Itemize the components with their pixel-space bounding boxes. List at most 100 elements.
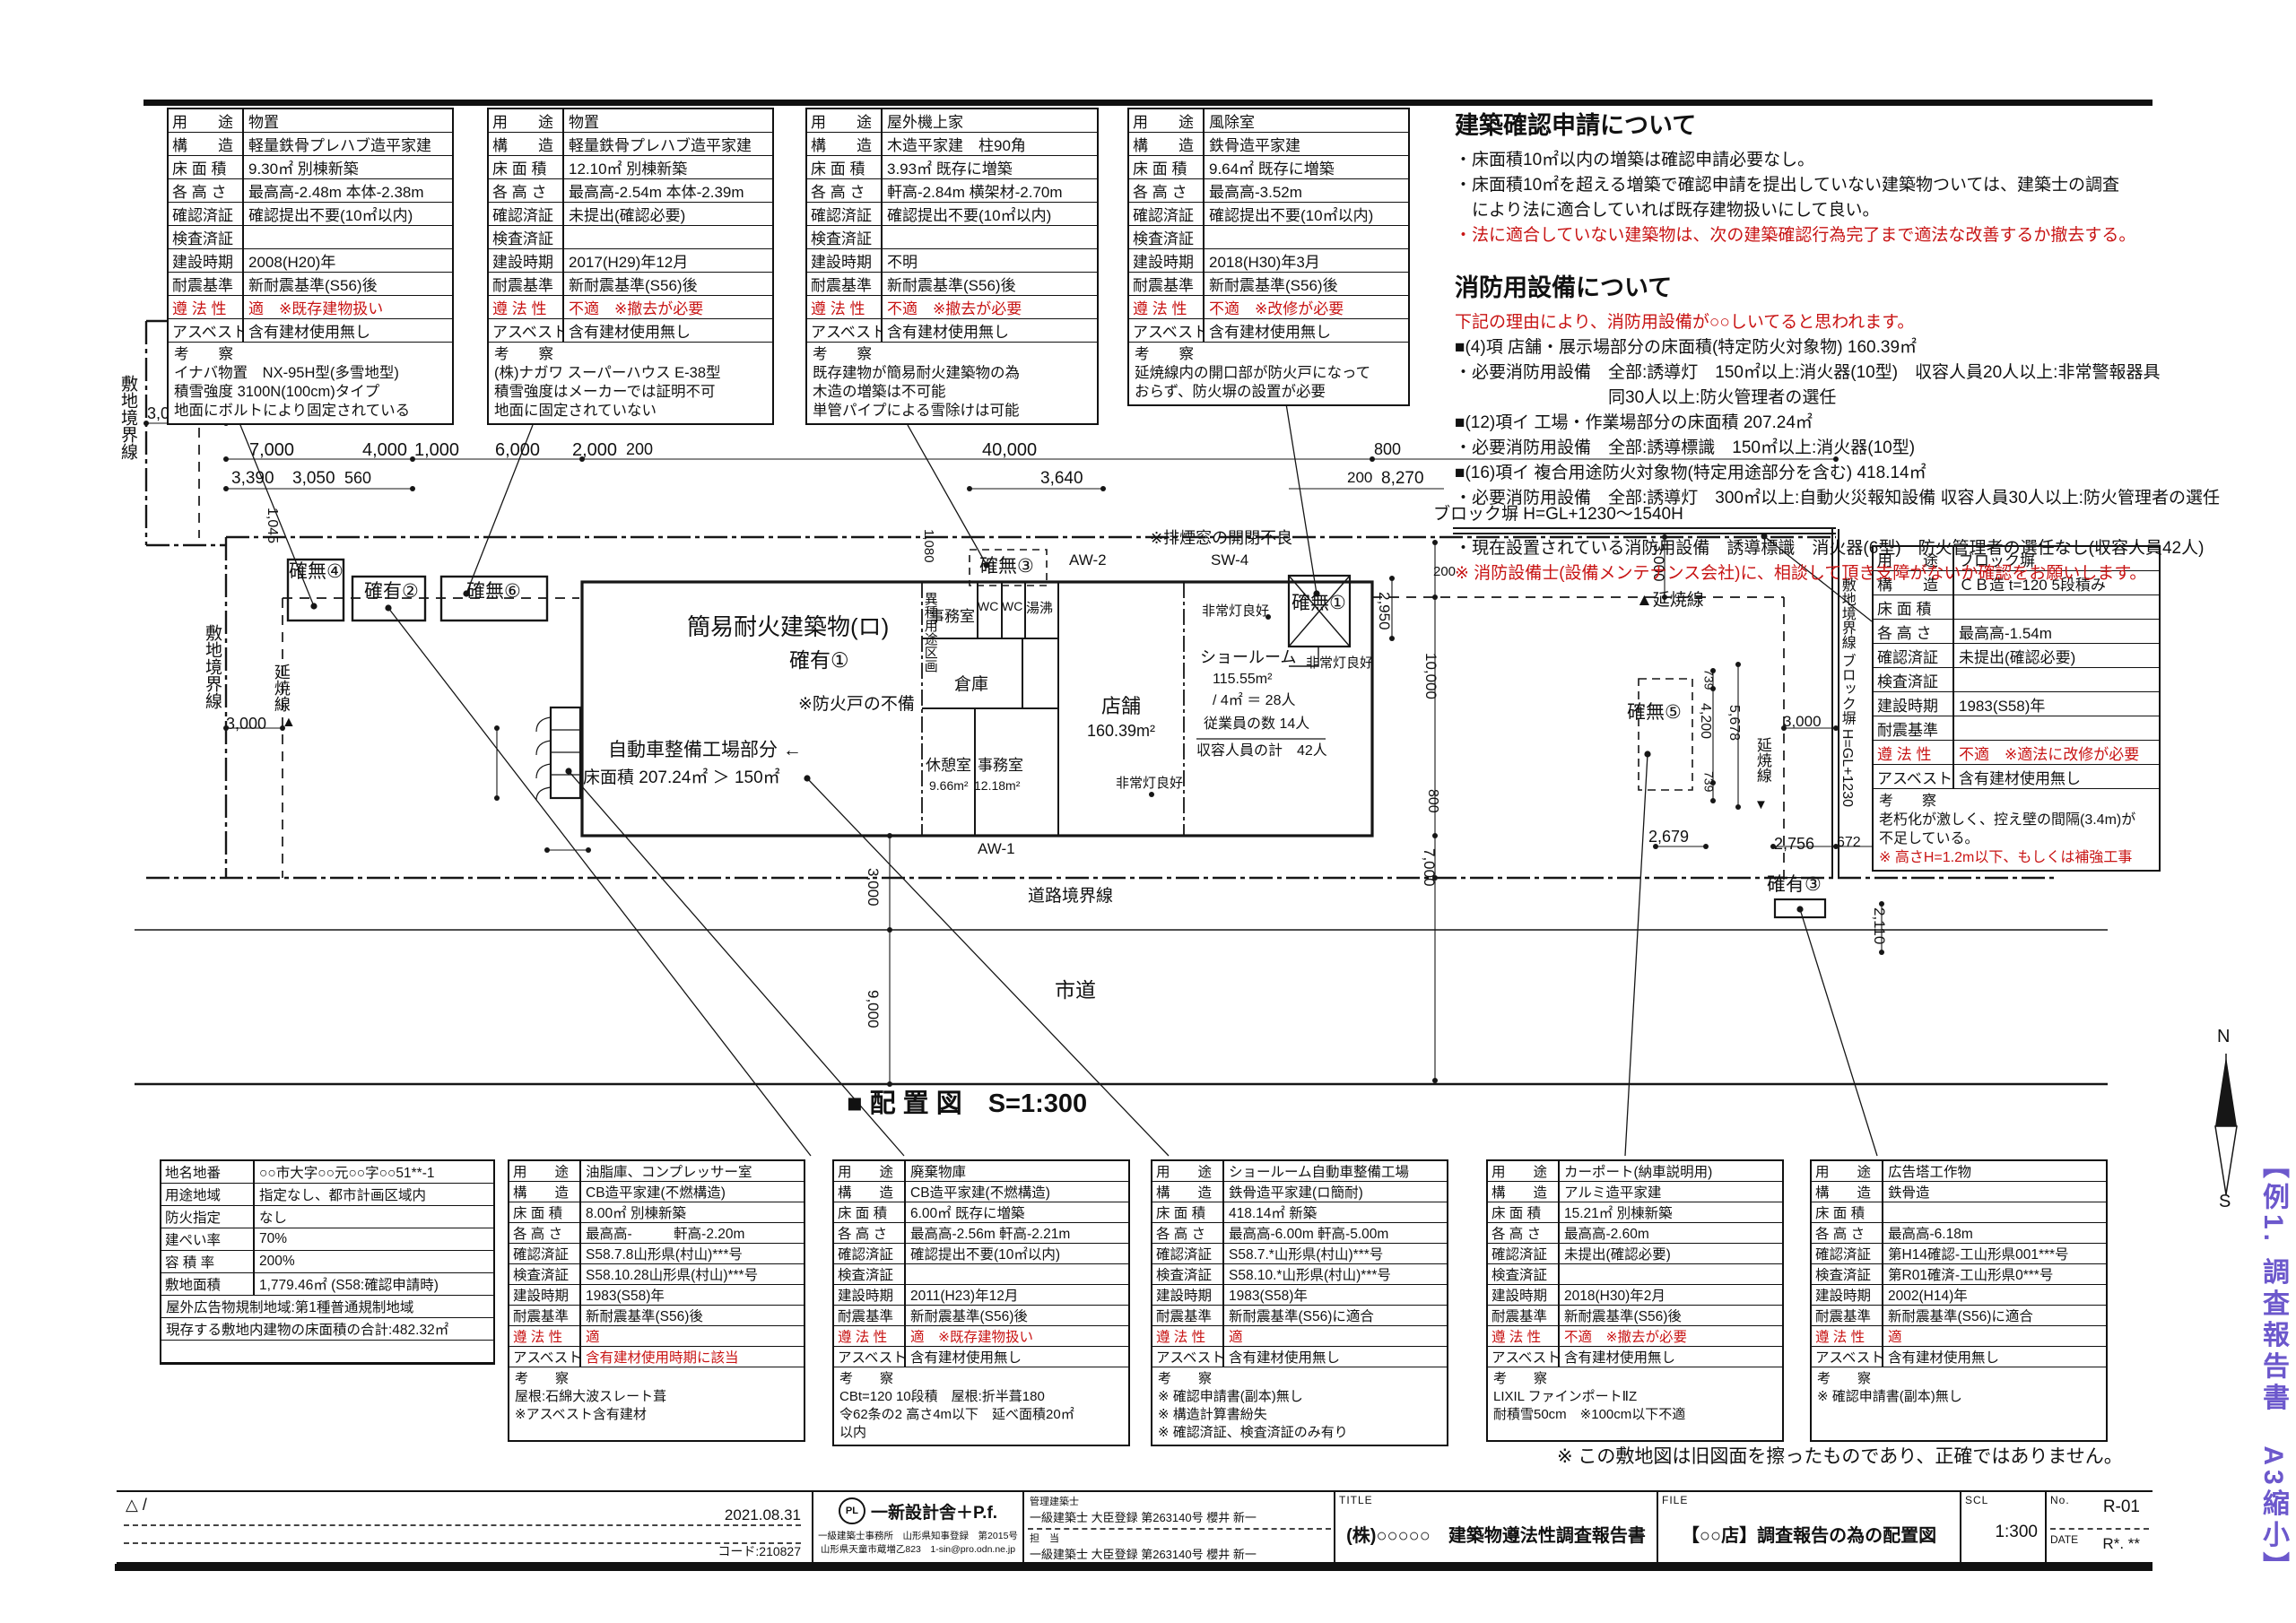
table-row: 各 高 さ最高高-2.48m 本体-2.38m [169, 178, 452, 203]
table-row: 耐震基準新耐震基準(S56)に適合 [1152, 1305, 1447, 1326]
note-line: ■(16)項イ 複合用途防火対象物(特定用途部分を含む) 418.14㎡ [1455, 464, 1926, 482]
table-notes: 考 察イナバ物置 NX-95H型(多雪地型)積雪強度 3100N(100cm)タ… [174, 346, 411, 419]
plan-label: 9,000 [864, 990, 882, 1028]
plan-label: ▲ [282, 715, 296, 730]
plan-label: 200 [1433, 564, 1457, 579]
note-line: ・必要消防用設備 全部:誘導灯 150㎡以上:消火器(10型) 収容人員20人以… [1455, 363, 2161, 382]
table-row: 各 高 さ軒高-2.84m 横架材-2.70m [807, 178, 1097, 203]
table-row: 遵 法 性不適 ※撤去が必要 [807, 295, 1097, 319]
table-row: 検査済証 [1488, 1263, 1782, 1285]
plan-label: 40,000 [982, 440, 1038, 460]
plan-label: 4,200 [1697, 703, 1713, 740]
table-row: 耐震基準新耐震基準(S56)後 [834, 1305, 1128, 1326]
table-row: 耐震基準新耐震基準(S56)後 [489, 272, 772, 296]
plan-label: 10,000 [1422, 653, 1439, 699]
plan-label: 確無④ [289, 561, 344, 582]
date-label: DATE [2050, 1533, 2079, 1546]
plan-label: 1,000 [414, 440, 460, 460]
plan-label: 6,000 [495, 440, 541, 460]
note-line: ・必要消防用設備 全部:誘導灯 300㎡以上:自動火災報知設備 収容人員30人以… [1455, 489, 2220, 508]
plan-label: 739 [1701, 771, 1717, 793]
table-row: アスベスト含有建材使用無し [834, 1346, 1128, 1367]
plan-label: 事務室 [929, 608, 975, 625]
plan-label: 560 [344, 469, 372, 487]
table-row: 耐震基準新耐震基準(S56)に適合 [1812, 1305, 2106, 1326]
table-row: 遵 法 性適 ※既存建物扱い [834, 1325, 1128, 1347]
plan-label: 非常灯良好 [1202, 603, 1270, 619]
file-label: FILE [1662, 1494, 1689, 1506]
plan-label: SW-4 [1211, 551, 1249, 568]
plan-label: AW-2 [1069, 551, 1107, 568]
plan-label: 確無③ [979, 556, 1034, 577]
plan-label: 115.55m² [1213, 672, 1273, 687]
table-notes: 考 察延焼線内の開口部が防火戸になっておらず、防火塀の設置が必要 [1135, 346, 1371, 400]
plan-label: 9.66m² [929, 778, 969, 793]
plan-label: 2,950 [1375, 592, 1393, 630]
table-row: 防火指定なし [161, 1206, 493, 1228]
date-value: R*. ** [2102, 1535, 2140, 1552]
building-confirmation-heading: 建築確認申請について [1455, 112, 1697, 139]
table-row: 検査済証 [489, 225, 772, 249]
scale-value: 1:300 [1995, 1523, 2038, 1541]
office-address: 山形県天童市蔵増乙823 1-sin@pro.odn.ne.jp [820, 1544, 1016, 1555]
table-row: 用 途屋外機上家 [807, 108, 1097, 133]
plan-label: 延焼線 [272, 664, 291, 712]
plan-label: 3,640 [1040, 469, 1083, 488]
table-row: 遵 法 性不適 ※適法に改修が必要 [1874, 740, 2159, 765]
table-row: 用 途ブロック塀 [1874, 546, 2159, 571]
person-in-charge: 一級建築士 大臣登録 第263140号 櫻井 新一 [1030, 1548, 1257, 1561]
note-line: ・床面積10㎡を超える増築で確認申請を提出していない建築物ついては、建築士の調査 [1455, 176, 2120, 195]
note-line: ※ 消防設備士(設備メンテナンス会社)に、相談して頂き支障がないか確認をお願いし… [1455, 564, 2147, 583]
table-row: 用 途風除室 [1129, 108, 1408, 133]
plan-label: 確有③ [1767, 874, 1822, 895]
table-row: アスベスト含有建材使用無し [489, 318, 772, 343]
table-row: 耐震基準新耐震基準(S56)後 [169, 272, 452, 296]
main-building-label: 簡易耐火建築物(ロ) [687, 613, 890, 640]
table-notes: 考 察(株)ナガワ スーパーハウス E-38型積雪強度はメーカーでは証明不可地面… [494, 346, 721, 419]
number-date-section: No. R-01 DATE R*. ** [2045, 1492, 2152, 1562]
note-line: 下記の理由により、消防用設備が○○しいてると思われます。 [1455, 313, 1915, 332]
table-row: 検査済証 [169, 225, 452, 249]
revision-section: △ / 2021.08.31 コード:210827 [117, 1492, 812, 1562]
plan-label: 1,080 [920, 529, 936, 563]
plan-label: 672 [1837, 835, 1861, 850]
table-row: 構 造軽量鉄骨プレハブ造平家建 [169, 132, 452, 156]
table-row: 構 造鉄骨造平家建(ロ簡耐) [1152, 1181, 1447, 1202]
table-row: 確認済証第H14確認-工山形県001***号 [1812, 1243, 2106, 1264]
plan-label: WC [978, 599, 999, 613]
table-row: 耐震基準 [1874, 716, 2159, 741]
plan-label: 3,000 [1783, 713, 1822, 730]
plan-label: 1,045 [264, 508, 280, 544]
plan-label: 敷地境界線 [117, 375, 137, 460]
revision-triangle-icon: △ / [126, 1496, 147, 1514]
road-boundary-label: 道路境界線 [1028, 887, 1114, 906]
plan-label: 非常灯良好 [1116, 776, 1184, 791]
plan-label: 200 [626, 440, 654, 458]
company-logo: PL [838, 1497, 865, 1524]
plan-label: ▼ [1754, 797, 1768, 812]
table-row: 遵 法 性不適 ※撤去が必要 [489, 295, 772, 319]
table-row: 確認済証未提出(確認必要) [1488, 1243, 1782, 1264]
table-row: 検査済証 [834, 1263, 1128, 1285]
table-row: 各 高 さ最高高-6.00m 軒高-5.00m [1152, 1222, 1447, 1244]
table-row: 構 造鉄骨造 [1812, 1181, 2106, 1202]
table-row: 耐震基準新耐震基準(S56)後 [509, 1305, 804, 1326]
drawing-number: R-01 [2102, 1497, 2140, 1516]
note-line: ・現在設置されている消防用設備 誘導標識 消火器(6型) 防火管理者の選任なし(… [1455, 539, 2205, 558]
note-line [1455, 511, 2226, 536]
